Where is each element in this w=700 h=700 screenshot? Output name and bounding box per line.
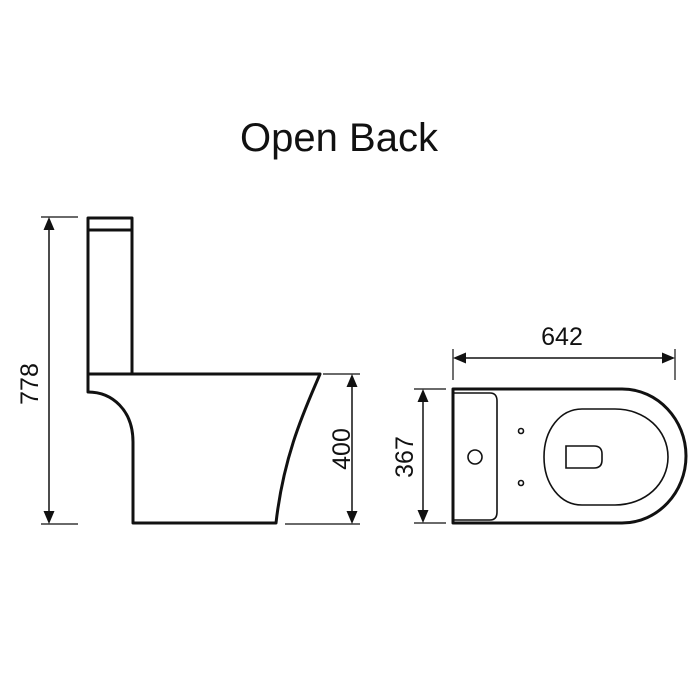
overall-height-dimension: 778 (16, 216, 78, 525)
side-view (86, 216, 322, 525)
drain-outline (565, 445, 603, 469)
cistern-outline (86, 216, 134, 376)
fixing-hole-bottom (517, 479, 525, 487)
overall-depth-label: 642 (541, 323, 583, 351)
cistern-top-outline (453, 392, 498, 521)
fixing-hole-top (517, 427, 525, 435)
bowl-outline (543, 408, 669, 506)
pan-width-label: 367 (391, 436, 419, 478)
pan-height-label: 400 (328, 428, 356, 470)
flush-button-icon (467, 449, 483, 465)
diagram-title: Open Back (240, 116, 439, 160)
pan-height-dimension: 400 (285, 373, 360, 525)
pan-width-dimension: 367 (391, 388, 446, 524)
top-view-outline (451, 387, 688, 525)
overall-depth-dimension: 642 (452, 323, 676, 380)
top-view (451, 387, 688, 525)
pan-outline (86, 372, 322, 525)
overall-height-label: 778 (16, 363, 44, 405)
